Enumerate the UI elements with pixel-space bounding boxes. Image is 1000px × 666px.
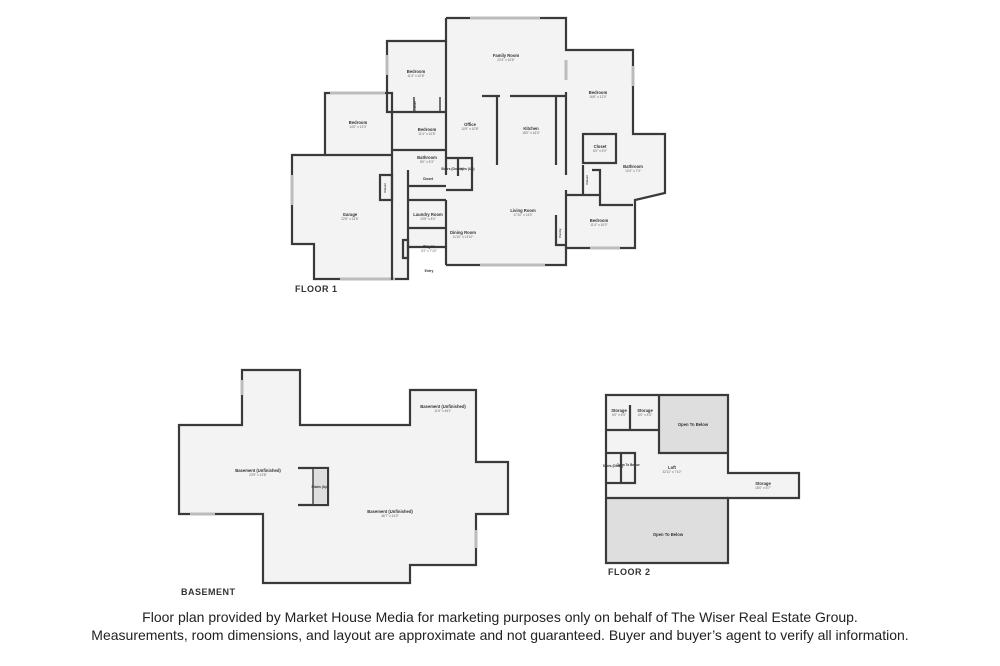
floor2-label: FLOOR 2 [608, 567, 651, 577]
room-label: Storage [755, 481, 771, 486]
room-dim: 8'0" x 5'3" [420, 160, 434, 164]
room-dim: 22'6" x 24'6" [341, 217, 358, 221]
room-label: Stairs (Up) [311, 485, 328, 489]
room-label: Bedroom [589, 90, 608, 95]
room-dim: 18'0" x 16'4" [522, 131, 539, 135]
floor-plan-diagram: Family Room 22'4" x 16'6" Bedroom 16'6" … [177, 16, 801, 597]
room-label: Bedroom [418, 127, 437, 132]
room-dim: 10'8" x 8'4" [420, 217, 436, 221]
room-label: Dining Room [450, 230, 476, 235]
floor1-label: FLOOR 1 [295, 284, 338, 294]
floor1-plan: Family Room 22'4" x 16'6" Bedroom 16'6" … [290, 16, 667, 294]
room-dim: 18'0" x 6'7" [755, 486, 771, 490]
room-label: Closet [383, 183, 387, 192]
room-dim: 23'9" x 13'8" [249, 473, 266, 477]
room-dim: 11'4" x 10'8" [418, 132, 435, 136]
disclaimer-line-1: Floor plan provided by Market House Medi… [142, 609, 858, 625]
room-label: Stairs (Down) [441, 167, 463, 171]
room-label: Laundry Room [413, 212, 443, 217]
room-label: Bedroom [590, 218, 609, 223]
room-label: Basement (Unfinished) [367, 509, 413, 514]
room-label: Stairs (Up) [457, 167, 474, 171]
room-label: Closet [594, 144, 607, 149]
room-dim: 17'10" x 14'0" [513, 213, 532, 217]
room-label: Garage [343, 212, 358, 217]
room-label: Living Room [510, 208, 536, 213]
room-dim: 16'6" x 12'0" [589, 95, 606, 99]
room-dim: 32'11" x 7'10" [662, 470, 681, 474]
room-label: Loft [668, 465, 677, 470]
room-dim: 11'10" x 13'10" [453, 235, 474, 239]
room-label: Basement (Unfinished) [235, 468, 281, 473]
room-dim: 6'0" x 5'5" [638, 413, 652, 417]
room-label: Bedroom [407, 69, 426, 74]
room-label: Closet [423, 177, 434, 181]
room-dim: 5'2" x 7'10" [421, 249, 437, 253]
disclaimer: Floor plan provided by Market House Medi… [0, 608, 1000, 644]
room-label: Storage [611, 408, 627, 413]
basement-label: BASEMENT [181, 587, 236, 597]
room-label: Bathroom [417, 155, 437, 160]
room-dim: 14'0" x 13'3" [349, 125, 366, 129]
room-dim: 6'0" x 5'5" [612, 413, 626, 417]
room-label: Basement (Unfinished) [420, 404, 466, 409]
room-dim: 11'4" x 10'8" [407, 74, 424, 78]
room-label: Open To Below [617, 463, 640, 467]
basement-plan: Basement (Unfinished) 23'9" x 13'8" Base… [177, 368, 510, 597]
room-label: Entry [425, 269, 434, 273]
room-label: Family Room [493, 53, 520, 58]
room-dim: 10'4" x 7'4" [625, 169, 641, 173]
room-label: Storage [637, 408, 653, 413]
room-label: Open To Below [678, 422, 709, 427]
room-label: Foyer [423, 244, 435, 249]
room-dim: 22'4" x 16'6" [497, 58, 514, 62]
floor2-plan: Storage 6'0" x 5'5" Storage 6'0" x 5'5" … [603, 393, 801, 577]
disclaimer-line-2: Measurements, room dimensions, and layou… [91, 627, 909, 643]
room-label: Kitchen [523, 126, 539, 131]
room-label: Bathroom [623, 164, 643, 169]
room-dim: 11'4" x 10'0" [590, 223, 607, 227]
room-label: Closet [413, 101, 417, 110]
room-label: Office [464, 122, 477, 127]
room-label: Bedroom [349, 120, 368, 125]
room-dim: 11'6" x 46'1" [434, 409, 451, 413]
room-dim: 6'0" x 5'0" [593, 149, 607, 153]
room-label: Pantry [558, 228, 562, 238]
room-label: Stairs (Down) [603, 464, 624, 468]
room-label: Closet [585, 175, 589, 184]
room-dim: 46'7" x 14'0" [381, 514, 398, 518]
room-dim: 10'9" x 10'8" [461, 127, 478, 131]
room-label: Open To Below [653, 532, 684, 537]
